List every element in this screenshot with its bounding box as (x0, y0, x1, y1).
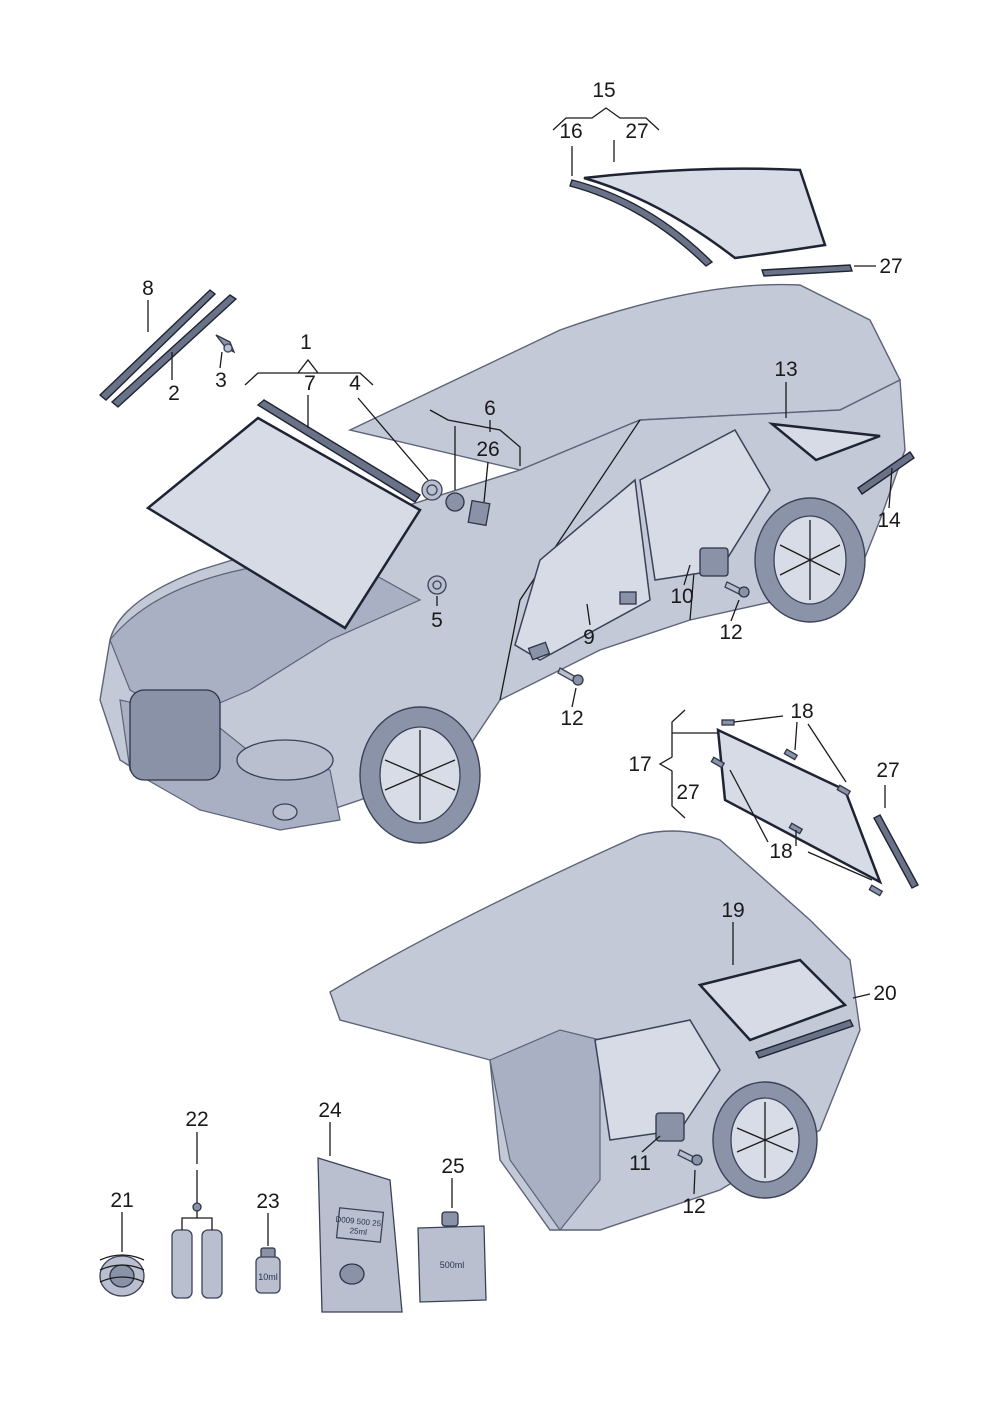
callout-9: 9 (583, 626, 595, 649)
callout-14: 14 (877, 509, 901, 532)
estate-quarter-glass (697, 958, 848, 1042)
callout-15: 15 (592, 79, 615, 102)
window-clamp-icon (699, 547, 729, 577)
rear-door-glass (639, 429, 771, 581)
tailgate-glass (716, 727, 883, 885)
repair-kit-bag-icon: D009 500 25 25ml (317, 1157, 403, 1313)
estate-illustration (329, 830, 861, 1231)
bottle-small-label: 10ml (258, 1272, 278, 1282)
callout-2: 2 (168, 382, 180, 405)
quarter-seal (857, 451, 915, 495)
rear-window-seal-upper (569, 179, 714, 267)
callout-17: 17 (628, 753, 651, 776)
windshield-seal (256, 399, 422, 503)
rear-window-seal-lower (761, 264, 853, 277)
leader-lines (121, 107, 893, 1252)
grille-icon (129, 689, 221, 781)
front-wheel-icon (359, 706, 481, 844)
primer-bottle-small-icon: 10ml (255, 1247, 281, 1294)
callout-12-front: 12 (560, 707, 583, 730)
callout-24: 24 (318, 1099, 342, 1122)
callout-25: 25 (441, 1155, 464, 1178)
callout-12-rear: 12 (719, 621, 742, 644)
sealing-cord-icon (99, 1254, 145, 1297)
cleaner-bottle-large-icon: 500ml (417, 1211, 487, 1303)
headlight-icon (236, 739, 334, 781)
clip-icon (215, 334, 236, 354)
callout-4: 4 (349, 372, 361, 395)
bolt-icon (557, 667, 584, 686)
quarter-glass (767, 422, 881, 462)
rear-window-glass (583, 167, 827, 260)
callout-18-lower: 18 (769, 840, 792, 863)
callout-27-tailgate: 27 (876, 759, 899, 782)
callout-7: 7 (304, 372, 316, 395)
callout-21: 21 (110, 1189, 133, 1212)
callout-16: 16 (559, 120, 582, 143)
callout-27-bracket: 27 (676, 781, 699, 804)
sensor-cover-icon (467, 499, 491, 527)
callout-27-rear-seal: 27 (879, 255, 902, 278)
callout-18-upper: 18 (790, 700, 813, 723)
callout-5: 5 (431, 609, 443, 632)
callout-27-top: 27 (625, 120, 648, 143)
bolt-icon (677, 1149, 703, 1166)
callout-22: 22 (185, 1108, 208, 1131)
estate-wheel-icon (712, 1081, 818, 1199)
window-clamp-icon (655, 1112, 685, 1142)
roof-trim-strip (98, 289, 217, 401)
callout-numbers: 1 2 3 4 5 6 7 8 9 10 11 12 12 12 13 14 1… (110, 79, 902, 1218)
rear-wheel-icon (754, 497, 866, 623)
roof-trim-seal (110, 294, 238, 408)
callout-13: 13 (774, 358, 797, 381)
callout-8: 8 (142, 277, 154, 300)
callout-3: 3 (215, 369, 227, 392)
bag-label-line2: 25ml (349, 1226, 367, 1237)
tailgate-seal (873, 814, 919, 889)
adhesive-cartridge-icon (171, 1170, 223, 1299)
sensor-icon (445, 492, 465, 512)
callout-10: 10 (670, 585, 693, 608)
callout-1: 1 (300, 331, 312, 354)
callout-23: 23 (256, 1190, 279, 1213)
windshield-glass (145, 416, 422, 630)
estate-rear-door-glass (594, 1019, 721, 1141)
callout-6: 6 (484, 397, 496, 420)
callout-11: 11 (629, 1152, 651, 1175)
estate-quarter-seal (755, 1019, 854, 1059)
bolt-icon (724, 581, 750, 598)
callout-12-estate: 12 (682, 1195, 705, 1218)
callout-19: 19 (721, 899, 744, 922)
bottle-large-label: 500ml (440, 1260, 465, 1270)
callout-26: 26 (476, 438, 499, 461)
callout-20: 20 (873, 982, 896, 1005)
